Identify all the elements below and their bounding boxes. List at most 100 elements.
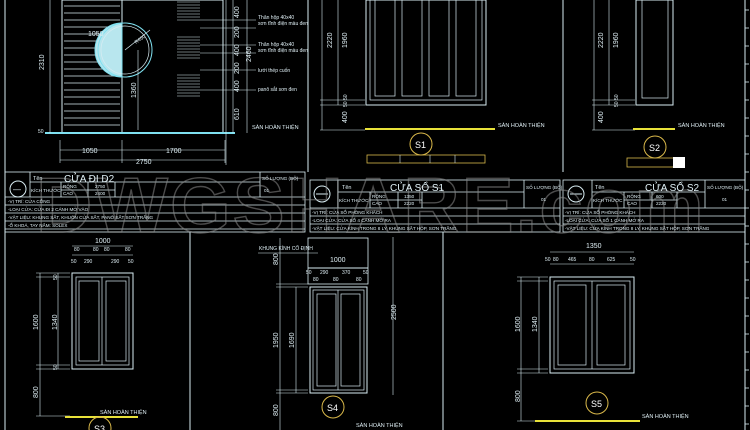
height-value: 2400 [95,191,106,196]
window-sash [316,293,337,387]
dim-width: 1000 [95,238,111,245]
window-s5-elevation: 2500 1350 50 80 465 80 625 50 1600 1340 … [391,243,689,420]
dim-radius: R450 [134,34,147,46]
spec-row: -VẬT LIỆU: KHUNG SẮT, KHUÔN CỬA SẮT, PAN… [8,213,154,220]
dim-mullion: 80 [104,247,110,253]
window-sash [78,280,100,362]
floor-label: SÀN HOÀN THIỆN [678,121,725,129]
fixed-glass-label: KHUNG KÍNH CỐ ĐỊNH [259,245,313,252]
note-1: Thân hộp 40x40 [258,15,294,21]
table-symbol-icon [313,185,331,203]
dim-segment: 50 [306,270,312,276]
fixed-glass-frame [307,237,369,285]
window-s4-elevation: KHUNG KÍNH CỐ ĐỊNH 1000 50 80 290 80 370… [259,245,403,429]
floor-label: SÀN HOÀN THIỆN [100,408,147,416]
dim-sill: 800 [515,390,522,402]
qty-label: SỐ LƯỢNG (BỘ) [707,184,744,190]
note-5: lưới thép cuốn [258,68,290,74]
name-label: Tên [33,176,42,182]
note-4: sơn tĩnh điện màu đen [258,48,308,54]
dim-plinth: 50 [38,129,44,135]
dim-segment: 80 [356,277,362,283]
height-label: CAO [63,191,73,196]
floor-label: SÀN HOÀN THIỆN [356,421,403,429]
dim-bottom-b: 50 [343,101,349,107]
note-2: sơn tĩnh điện màu đen [258,21,308,27]
table-symbol-icon [567,185,585,203]
dim-sill: 800 [273,404,280,416]
dim-height: 1950 [273,332,280,348]
drawing-lines [4,0,749,430]
dim-inner: 1340 [52,314,59,330]
plan-section [366,154,486,164]
window-s1-elevation: 2220 1960 50 50 400 SÀN HOÀN THIỆN S1 [327,32,545,150]
radius-line [124,29,151,51]
dim-segment: 625 [607,257,616,263]
dim-side: 2500 [391,304,398,320]
width-value: 1350 [404,194,415,199]
door-d2-elevation: 2310 1050 R450 1360 50 1050 1700 2750 40… [38,6,308,166]
size-label: KÍCH THƯỚC [339,197,369,203]
table-border [4,171,306,233]
dim-segment: 50 [363,270,369,276]
window-s2-elevation: 2220 1960 50 50 400 SÀN HOÀN THIỆN S2 [598,32,725,153]
spec-row: -VỊ TRÍ: CỬA SỔ PHÒNG KHÁCH [312,209,382,215]
dim-segment: 80 [553,257,559,263]
watermark: DWGSHARE.com [36,161,706,249]
dim-mullion: 80 [125,247,131,253]
dim-segment: 50 [71,259,77,265]
window-sash [374,0,396,97]
width-label: RỘNG [63,183,77,189]
dim-side-3: 400 [234,44,241,56]
dim-segment: 80 [589,257,595,263]
window-sash [557,284,587,366]
dim-bottom-b: 50 [614,101,620,107]
dim-side-6: 610 [234,108,241,120]
table-title: CỬA ĐI D2 [64,172,115,185]
spec-row: -VỊ TRÍ: CỬA SỔ PHÒNG KHÁCH [565,209,635,215]
marker-circle [585,391,609,415]
note-3: Thân hộp 40x40 [258,42,294,48]
spec-row: -LOẠI CỬA: CỬA SỔ 4 CÁNH MỞ RA [312,217,392,223]
dim-bottom-a: 50 [614,94,620,100]
dim-inner: 1340 [532,316,539,332]
dim-segment: 370 [342,270,351,276]
window-sash [340,293,361,387]
size-label: KÍCH THƯỚC [31,187,61,193]
table-title: CỬA SỔ S1 [390,181,445,194]
window-frame [549,276,635,374]
dim-segment: 290 [111,259,120,265]
window-frame [365,0,487,106]
qty-label: SỐ LƯỢNG (BỘ) [526,184,563,190]
table-border [309,179,561,233]
table-title: CỬA SỔ S2 [645,181,700,194]
dim-height: 1600 [33,314,40,330]
qty-value: 01 [264,188,270,193]
plan-block [673,157,685,168]
schedule-table-s2: Tên CỬA SỔ S2 KÍCH THƯỚC RỘNG 600 CAO 22… [565,181,744,231]
dim-segment: 50 [545,257,551,263]
size-label: KÍCH THƯỚC [593,197,623,203]
spec-row: -VẬT LIỆU: CỬA KÍNH TRONG 8 LY, KHUNG SẮ… [312,224,457,231]
dim-segment: 80 [333,277,339,283]
circle-frame [100,25,150,75]
dim-width-total: 2750 [136,159,152,166]
dim-height-total: 2310 [39,54,46,70]
dim-circle-height: 1360 [131,82,138,98]
dim-segment: 290 [84,259,93,265]
dim-height: 1600 [515,316,522,332]
dim-segment: 50 [128,259,134,265]
marker-s1: S1 [415,140,426,150]
window-frame-inner [75,276,130,366]
dim-mullion: 80 [93,247,99,253]
dim-side-2: 200 [234,26,241,38]
name-label: Tên [342,185,351,191]
door-frame-inner [312,289,365,391]
dim-segment: 80 [313,277,319,283]
dim-total: 2220 [598,32,605,48]
dim-frame: 1960 [613,32,620,48]
spec-row: -LOẠI CỬA: CỬA ĐI 2 CÁNH MỞ VÀO [8,206,89,212]
window-frame [635,0,674,106]
window-sash [596,284,626,366]
